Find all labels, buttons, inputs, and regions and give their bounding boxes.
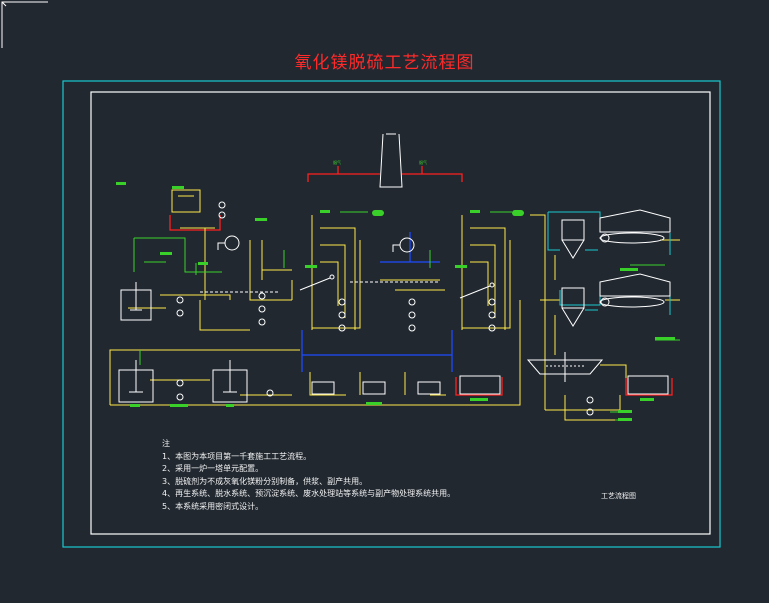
- silo-icon: [171, 189, 201, 213]
- outer-frame: [62, 80, 721, 548]
- note-5: 5、本系统采用密闭式设计。: [162, 501, 264, 511]
- fan-icon: [217, 235, 415, 253]
- diagram-title: 氧化镁脱硫工艺流程图: [294, 53, 475, 73]
- flue-gas-lines: [169, 166, 673, 396]
- process-lines: [109, 214, 680, 421]
- svg-text:烟气: 烟气: [333, 159, 341, 165]
- inner-frame: [90, 91, 711, 535]
- note-1: 1、本图为本项目第一千套施工工艺流程。: [162, 451, 312, 461]
- svg-text:烟气: 烟气: [419, 159, 427, 165]
- water-lines: [301, 232, 453, 372]
- notes-block: 注 1、本图为本项目第一千套施工工艺流程。 2、采用一炉一塔单元配置。 3、脱硫…: [162, 438, 455, 513]
- chimney-icon: [379, 133, 403, 188]
- notes-heading: 注: [162, 439, 170, 448]
- absorber-internals: [200, 274, 495, 299]
- note-4: 4、再生系统、脱水系统、预沉淀系统、废水处理站等系统与副产物处理系统共用。: [162, 489, 456, 498]
- hydrocyclone-icon: [561, 219, 585, 327]
- flue-labels: 烟气 烟气: [333, 159, 427, 165]
- pump-icon: [176, 201, 594, 416]
- drawing-caption: 工艺流程图: [601, 492, 636, 500]
- thickener-icon: [526, 352, 604, 382]
- corner-marker: [1, 1, 48, 48]
- cyan-lines: [547, 211, 671, 315]
- note-2: 2、采用一炉一塔单元配置。: [162, 464, 264, 473]
- vacuum-belt-filter-icon: [599, 209, 671, 308]
- instrument-tags: [116, 182, 675, 421]
- slurry-lines: [133, 211, 680, 421]
- tank-icon: [118, 282, 669, 403]
- note-3: 3、脱硫剂为不成灰氧化镁粉分别制备，供浆、副产共用。: [162, 476, 368, 486]
